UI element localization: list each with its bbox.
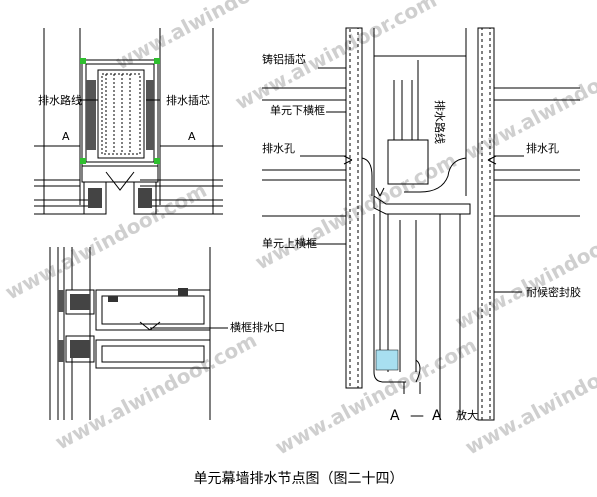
plan-section-detail	[34, 28, 223, 215]
section-label-a2: A	[432, 408, 442, 424]
section-label-a: A	[390, 408, 400, 424]
label-drain-line-center: 排水路线	[433, 100, 447, 144]
label-aluminum-insert: 铸铝插芯	[262, 52, 306, 66]
label-drain-hole-right: 排水孔	[526, 141, 559, 155]
diagram-caption: 单元幕墙排水节点图（图二十四）	[193, 471, 404, 487]
label-drain-insert-top: 排水插芯	[166, 93, 210, 107]
label-section-a-left: A	[62, 130, 70, 143]
label-section-a-right: A	[188, 130, 196, 143]
label-unit-upper-frame: 单元上横框	[262, 236, 317, 250]
label-drain-line-left: 排水路线	[38, 93, 82, 107]
watermark-6: www.alwindoor.com	[451, 208, 597, 335]
section-aa-detail	[262, 27, 580, 421]
label-drain-hole-left: 排水孔	[262, 141, 295, 155]
section-label-dash: —	[410, 408, 424, 424]
label-sealant: 耐候密封胶	[526, 285, 581, 299]
watermark-9: www.alwindoor.com	[461, 333, 597, 460]
section-label-enlarged: 放大	[456, 408, 478, 422]
watermark-4: www.alwindoor.com	[251, 148, 461, 275]
label-mullion-drain-port: 横框排水口	[230, 320, 285, 334]
label-unit-lower-frame: 单元下横框	[270, 103, 325, 117]
elevation-detail	[49, 247, 228, 420]
water-pool	[375, 349, 399, 371]
